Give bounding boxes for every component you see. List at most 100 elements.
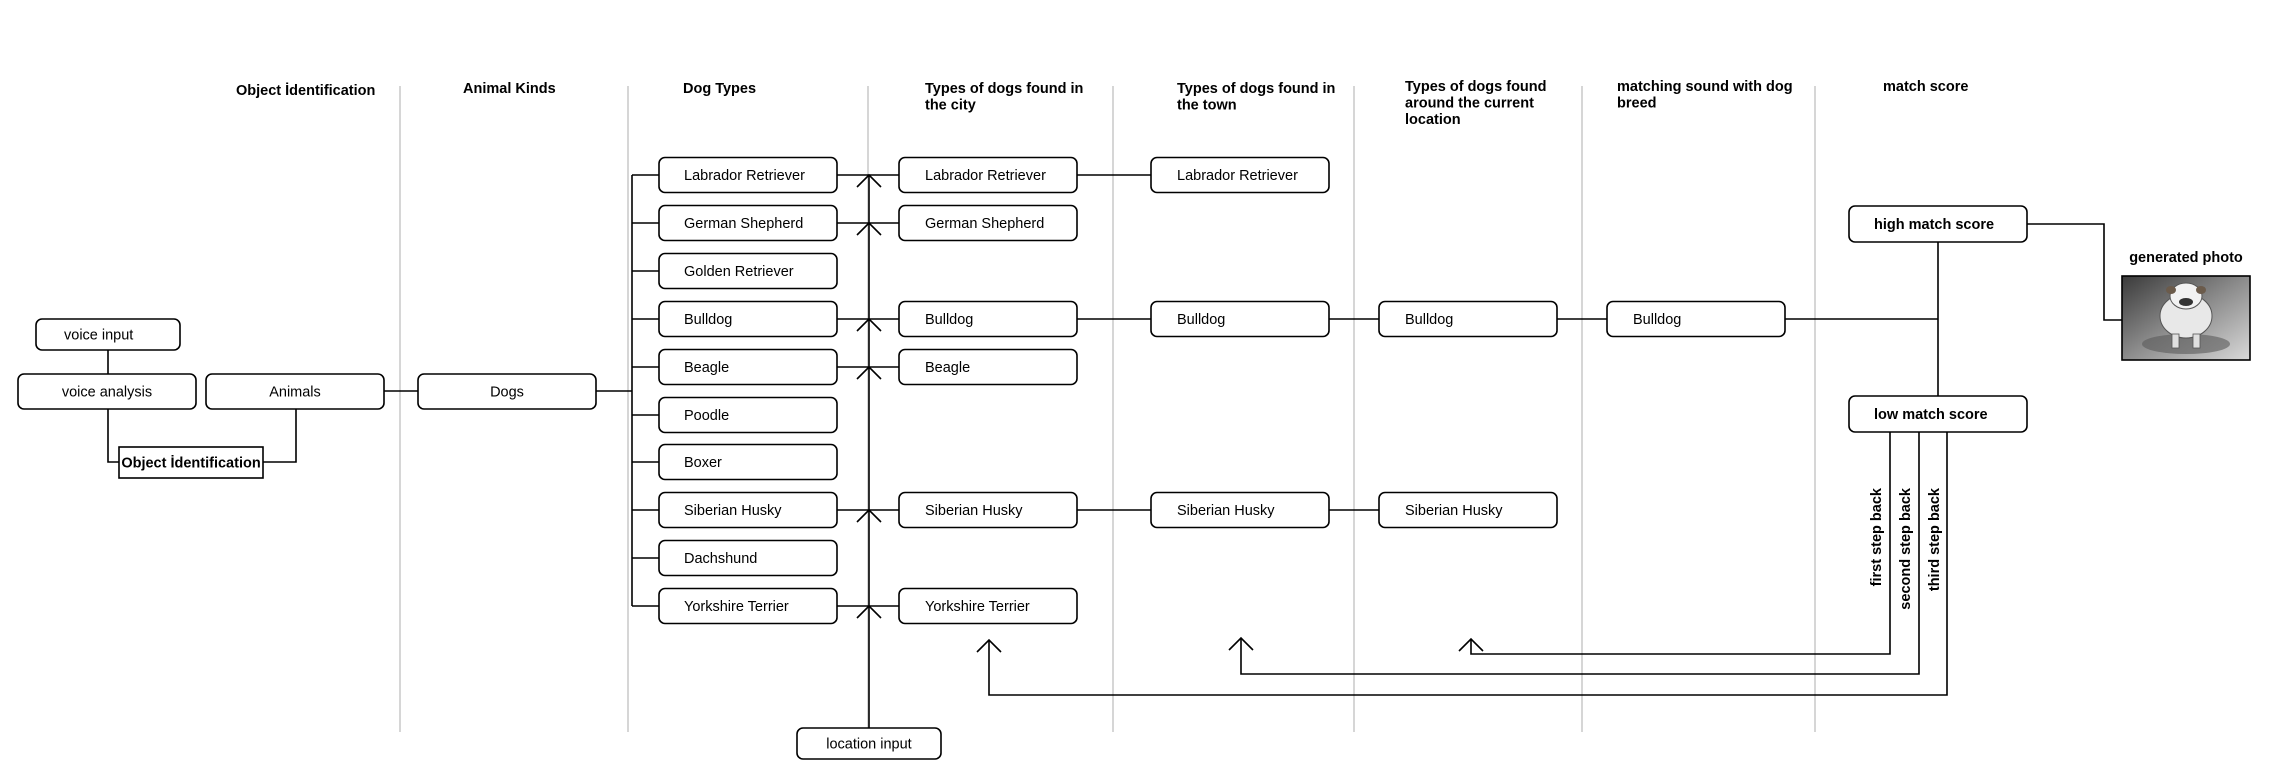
city-dog-siberian-husky: Siberian Husky — [898, 491, 1078, 529]
location-dog-siberian-husky-box — [1378, 491, 1558, 529]
step-back-line-2 — [1240, 432, 1920, 675]
location-input-node: location input — [796, 727, 942, 760]
arrow-city-german-shepherd — [856, 221, 882, 236]
dog-type-dachshund-label: Dachshund — [684, 551, 757, 567]
step-back-arrow-1 — [1458, 637, 1484, 652]
voice-analysis-node: voice analysis — [17, 373, 197, 410]
dog-type-siberian-husky-label: Siberian Husky — [684, 503, 782, 519]
town-dog-labrador-retriever-label: Labrador Retriever — [1177, 168, 1298, 184]
city-dog-german-shepherd: German Shepherd — [898, 204, 1078, 242]
dog-leg — [2171, 333, 2180, 349]
city-dog-yorkshire-terrier-label: Yorkshire Terrier — [925, 599, 1030, 615]
arrow-city-bulldog — [856, 317, 882, 332]
sound-dog-bulldog: Bulldog — [1606, 300, 1786, 338]
city-dog-bulldog: Bulldog — [898, 300, 1078, 338]
high-match-score-node: high match score — [1848, 205, 2028, 243]
column-title-line: around the current — [1405, 96, 1534, 112]
city-dog-siberian-husky-label: Siberian Husky — [925, 503, 1023, 519]
column-title-line: Types of dogs found in — [925, 81, 1083, 97]
dog-type-poodle-box — [658, 396, 838, 434]
dog-type-yorkshire-terrier: Yorkshire Terrier — [658, 587, 838, 625]
dog-type-golden-retriever: Golden Retriever — [658, 252, 838, 290]
column-title-line: match score — [1883, 79, 1968, 95]
column-title-line: the city — [925, 98, 976, 114]
town-dog-bulldog: Bulldog — [1150, 300, 1330, 338]
photo-shadow — [2142, 334, 2230, 354]
low-match-score-node-box — [1848, 395, 2028, 433]
object-identification-node-label: Object İdentification — [121, 455, 260, 472]
dog-type-bulldog: Bulldog — [658, 300, 838, 338]
column-title-animal-kinds: Animal Kinds — [463, 81, 556, 97]
arrow-city-labrador-retriever — [856, 173, 882, 188]
dog-ear — [2166, 286, 2176, 294]
dog-type-labrador-retriever-box — [658, 156, 838, 194]
dogs-node-box — [417, 373, 597, 410]
dog-type-bulldog-box — [658, 300, 838, 338]
city-dog-bulldog-label: Bulldog — [925, 312, 973, 328]
step-back-label-2: second step back — [1898, 487, 1914, 610]
location-input-node-box — [796, 727, 942, 760]
dog-type-siberian-husky-box — [658, 491, 838, 529]
step-back-label-1: first step back — [1869, 487, 1885, 586]
dog-type-beagle-label: Beagle — [684, 360, 729, 376]
dog-type-german-shepherd-box — [658, 204, 838, 242]
city-dog-beagle-box — [898, 348, 1078, 386]
step-back-arrow-2 — [1228, 636, 1254, 651]
column-title-line: breed — [1617, 96, 1657, 112]
location-dog-bulldog-label: Bulldog — [1405, 312, 1453, 328]
dog-type-boxer-label: Boxer — [684, 455, 722, 471]
city-dog-german-shepherd-label: German Shepherd — [925, 216, 1044, 232]
dog-type-golden-retriever-box — [658, 252, 838, 290]
voice-input-node-label: voice input — [64, 328, 133, 344]
dog-type-poodle: Poodle — [658, 396, 838, 434]
wire-identification-to-animals — [263, 409, 297, 463]
dog-type-labrador-retriever-label: Labrador Retriever — [684, 168, 805, 184]
column-title-dog-types: Dog Types — [683, 81, 756, 97]
low-match-score-node: low match score — [1848, 395, 2028, 433]
location-input-node-label: location input — [826, 737, 911, 753]
animals-node-label: Animals — [269, 385, 321, 401]
column-title-line: location — [1405, 112, 1461, 128]
wire-high-score-to-photo — [2027, 223, 2122, 321]
arrow-city-siberian-husky — [856, 508, 882, 523]
column-title-score: match score — [1883, 79, 1968, 95]
dog-type-boxer-box — [658, 443, 838, 481]
object-identification-node: Object İdentification — [118, 446, 264, 479]
town-dog-bulldog-box — [1150, 300, 1330, 338]
step-back-line-3 — [988, 432, 1948, 696]
city-dog-beagle-label: Beagle — [925, 360, 970, 376]
column-title-line: matching sound with dog — [1617, 79, 1793, 95]
city-dog-bulldog-box — [898, 300, 1078, 338]
town-dog-labrador-retriever-box — [1150, 156, 1330, 194]
dog-ear — [2196, 286, 2206, 294]
animals-node-box — [205, 373, 385, 410]
voice-analysis-node-label: voice analysis — [62, 385, 152, 401]
city-dog-labrador-retriever-box — [898, 156, 1078, 194]
arrow-city-beagle — [856, 365, 882, 380]
town-dog-bulldog-label: Bulldog — [1177, 312, 1225, 328]
dogs-node-label: Dogs — [490, 385, 524, 401]
dog-type-dachshund: Dachshund — [658, 539, 838, 577]
wire-analysis-to-identification — [107, 409, 119, 463]
dog-type-labrador-retriever: Labrador Retriever — [658, 156, 838, 194]
dog-type-golden-retriever-label: Golden Retriever — [684, 264, 794, 280]
dog-type-yorkshire-terrier-box — [658, 587, 838, 625]
city-dog-beagle: Beagle — [898, 348, 1078, 386]
city-dog-yorkshire-terrier: Yorkshire Terrier — [898, 587, 1078, 625]
dog-type-beagle: Beagle — [658, 348, 838, 386]
animals-node: Animals — [205, 373, 385, 410]
column-title-line: the town — [1177, 98, 1237, 114]
column-title-line: Animal Kinds — [463, 81, 556, 97]
low-match-score-node-label: low match score — [1874, 407, 1988, 423]
dog-head — [2169, 282, 2203, 310]
column-title-line: Types of dogs found — [1405, 79, 1547, 95]
voice-input-node-box — [35, 318, 181, 351]
dog-type-german-shepherd-label: German Shepherd — [684, 216, 803, 232]
dog-type-dachshund-box — [658, 539, 838, 577]
step-back-label-3: third step back — [1927, 487, 1943, 591]
